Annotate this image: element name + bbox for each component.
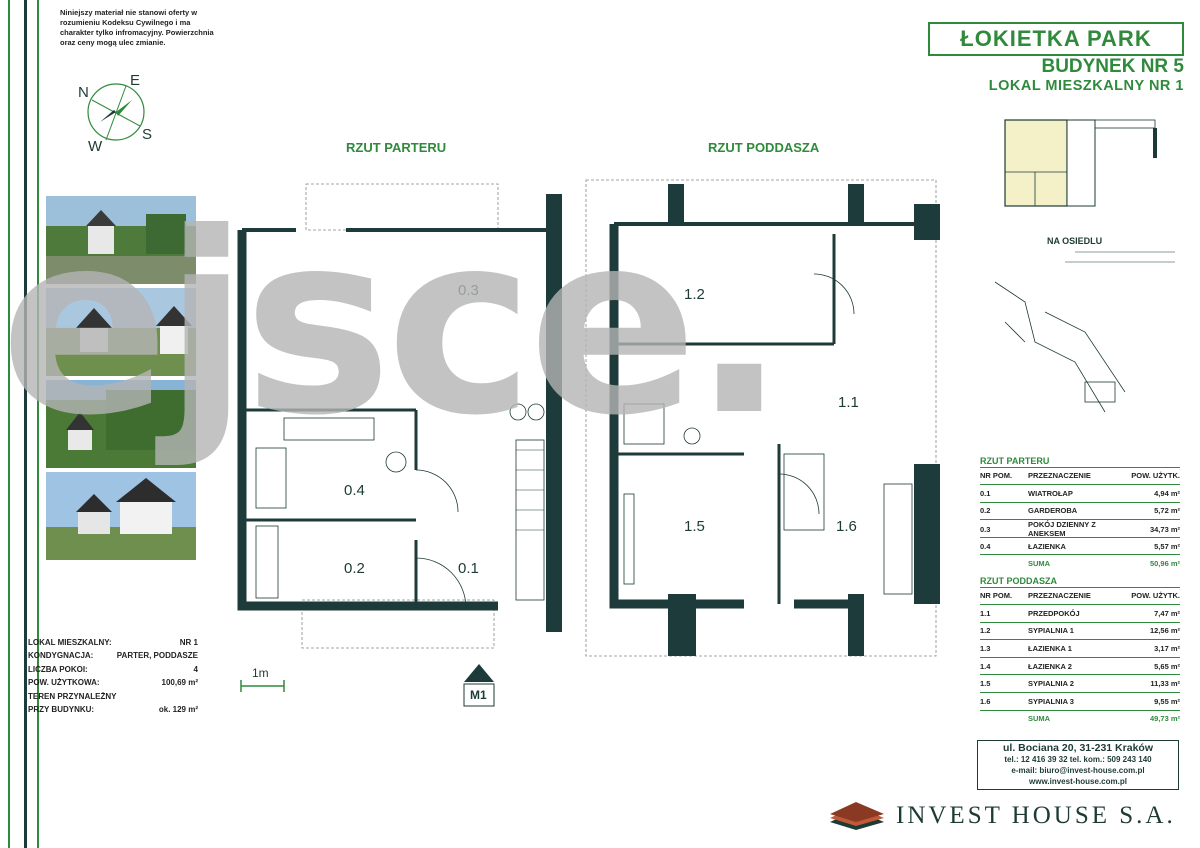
attic-floor-plan: 1.2 1.1 1.5 1.6 xyxy=(584,174,954,660)
compass-s: S xyxy=(142,126,153,143)
contact-website[interactable]: www.invest-house.com.pl xyxy=(1029,777,1127,786)
info-row: LOKAL MIESZKALNY:NR 1 xyxy=(28,638,198,647)
scale-bar-icon xyxy=(240,680,285,692)
info-row: LICZBA POKOI:4 xyxy=(28,664,198,674)
unit-info: LOKAL MIESZKALNY:NR 1 KONDYGNACJA:PARTER… xyxy=(28,636,198,716)
contact-box: ul. Bociana 20, 31-231 Kraków tel.: 12 4… xyxy=(977,740,1179,790)
scale-bar: 1m xyxy=(240,666,286,692)
room-label-0-3: 0.3 xyxy=(458,282,479,299)
info-row: POW. UŻYTKOWA:100,69 m² xyxy=(28,678,198,688)
contact-phones: tel.: 12 416 39 32 tel. kom.: 509 243 14… xyxy=(1004,755,1152,764)
room-label-1-2: 1.2 xyxy=(684,286,705,303)
left-stripe-2 xyxy=(37,0,39,848)
render-photo-2 xyxy=(46,288,196,376)
room-label-1-1: 1.1 xyxy=(838,394,859,411)
watermark: ejsce. xyxy=(0,179,787,470)
room-label-0-2: 0.2 xyxy=(344,560,365,577)
entrance-marker: M1 xyxy=(462,662,496,708)
brand-logo xyxy=(826,800,888,834)
table-header: NR POM. PRZEZNACZENIE POW. UŻYTK. xyxy=(980,468,1180,485)
compass-icon xyxy=(87,83,145,141)
room-label-1-6: 1.6 xyxy=(836,518,857,535)
marker-label: M1 xyxy=(470,688,487,702)
brand-name: INVEST HOUSE S.A. xyxy=(896,802,1176,829)
room-label-0-4: 0.4 xyxy=(344,482,365,499)
table-title: RZUT PODDASZA xyxy=(980,576,1180,588)
render-photo-3 xyxy=(46,380,196,468)
compass: N E S W xyxy=(72,70,172,160)
contact-address: ul. Bociana 20, 31-231 Kraków xyxy=(1003,742,1153,754)
compass-w: W xyxy=(88,138,103,155)
info-row: PRZY BUDYNKU:ok. 129 m² xyxy=(28,705,198,715)
render-photo-1 xyxy=(46,196,196,284)
brand-logo-icon xyxy=(830,802,884,830)
left-stripe-dark xyxy=(24,0,27,848)
scale-label: 1m xyxy=(252,666,269,680)
table-header: NR POM. PRZEZNACZENIE POW. UŻYTK. xyxy=(980,588,1180,605)
render-photo-4 xyxy=(46,472,196,560)
attic-plan-title: RZUT PODDASZA xyxy=(708,140,820,155)
building-number: BUDYNEK NR 5 xyxy=(1041,56,1184,77)
attic-area-table: RZUT PODDASZA NR POM. PRZEZNACZENIE POW.… xyxy=(980,576,1180,727)
ground-area-table: RZUT PARTERU NR POM. PRZEZNACZENIE POW. … xyxy=(980,456,1180,571)
site-label: NA OSIEDLU xyxy=(1047,236,1103,246)
table-title: RZUT PARTERU xyxy=(980,456,1180,468)
site-keyplan: NA OSIEDLU xyxy=(985,112,1185,442)
room-label-1-5: 1.5 xyxy=(684,518,705,535)
left-stripe xyxy=(8,0,10,848)
info-row: TEREN PRZYNALEŻNY xyxy=(28,691,117,701)
compass-e: E xyxy=(130,72,141,89)
compass-n: N xyxy=(78,84,89,101)
ground-floor-plan: 0.3 0.4 0.2 0.1 xyxy=(236,180,576,650)
project-title: ŁOKIETKA PARK xyxy=(928,22,1184,56)
room-label-0-1: 0.1 xyxy=(458,560,479,577)
contact-email[interactable]: e-mail: biuro@invest-house.com.pl xyxy=(1011,766,1145,775)
entrance-arrow-icon xyxy=(463,664,495,707)
disclaimer: Niniejszy materiał nie stanowi oferty w … xyxy=(60,8,214,47)
unit-number: LOKAL MIESZKALNY NR 1 xyxy=(988,78,1184,94)
ground-plan-title: RZUT PARTERU xyxy=(346,140,447,155)
info-row: KONDYGNACJA:PARTER, PODDASZE xyxy=(28,651,198,661)
